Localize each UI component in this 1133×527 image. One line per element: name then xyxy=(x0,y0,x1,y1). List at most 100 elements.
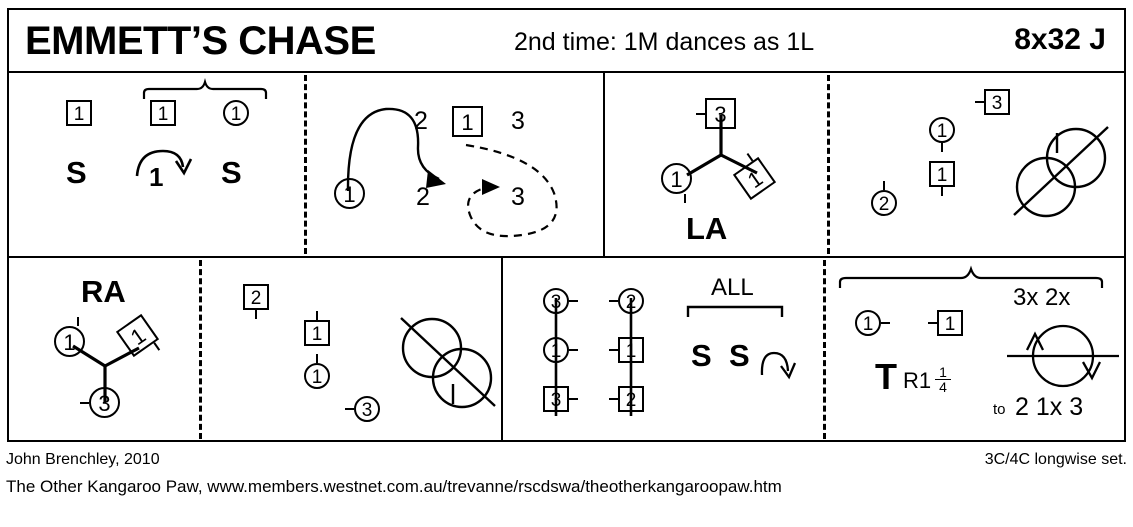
turn-fraction: 1 4 xyxy=(935,365,951,394)
author-line: John Brenchley, 2010 xyxy=(6,451,160,468)
cell-divider-solid xyxy=(603,73,605,256)
turn-arrow-icon xyxy=(760,351,797,380)
dancer-lady-1: 1 xyxy=(304,354,330,389)
column-connector xyxy=(629,298,633,416)
dancer-man-1: 1 xyxy=(66,100,92,126)
figure-cell-5: RA 1 1 3 xyxy=(9,258,199,441)
facing-tail xyxy=(255,310,257,319)
figure-cell-8: 1 1 T R1 1 4 3x 2x to xyxy=(823,258,1124,441)
facing-tail xyxy=(569,300,578,302)
cell-divider-solid xyxy=(501,258,503,441)
dancer-lady-1: 1 xyxy=(334,178,365,209)
position-label-2: 2 xyxy=(414,107,428,135)
progression-below-label: 2 1x 3 xyxy=(1015,393,1084,421)
cell-divider-dashed xyxy=(304,75,307,254)
facing-tail xyxy=(928,322,937,324)
hands-across-icon xyxy=(686,115,758,177)
dancer-lady-1: 1 xyxy=(223,100,249,126)
facing-tail xyxy=(345,408,354,410)
facing-tail xyxy=(609,398,618,400)
facing-tail xyxy=(569,349,578,351)
progression-above-label: 3x 2x xyxy=(1013,284,1071,311)
dancer-man-3: 3 xyxy=(696,98,736,129)
figure-cell-3: 3 1 1 LA xyxy=(603,73,827,256)
facing-tail xyxy=(941,187,943,196)
dancer-man-1: 1 xyxy=(452,106,483,137)
circle-round-icon xyxy=(1007,324,1119,388)
dancer-man-2: 2 xyxy=(243,284,269,319)
facing-tail xyxy=(883,181,885,190)
source-line: The Other Kangaroo Paw, www.members.west… xyxy=(6,477,782,496)
turn-arrow-icon xyxy=(135,149,193,177)
facing-tail xyxy=(696,112,705,115)
set-type-line: 3C/4C longwise set. xyxy=(984,451,1127,468)
dancer-lady-1: 1 xyxy=(661,163,692,203)
figure-row-2: RA 1 1 3 2 xyxy=(9,258,1124,441)
facing-tail xyxy=(881,322,890,324)
turn-label: T xyxy=(875,356,897,397)
solid-track-icon xyxy=(346,107,446,192)
dancer-man-1: 1 xyxy=(929,161,955,196)
figure-row-1: 1 1 1 S 1 S xyxy=(9,73,1124,258)
figure-of-eight-icon xyxy=(1013,126,1109,218)
dancer-lady-3: 3 xyxy=(543,288,578,314)
crib-footer: John Brenchley, 2010 3C/4C longwise set.… xyxy=(0,449,1133,527)
dancer-man-3: 3 xyxy=(975,89,1010,115)
dancer-lady-2: 2 xyxy=(609,288,644,314)
facing-tail xyxy=(941,143,943,152)
bracket-icon xyxy=(686,305,784,317)
figure-cell-4: 2 1 1 3 xyxy=(827,73,1124,256)
position-label-2: 2 xyxy=(416,183,430,211)
figure-cell-7: 3 1 3 2 1 xyxy=(501,258,823,441)
dance-crib: EMMETT’S CHASE 2nd time: 1M dances as 1L… xyxy=(7,8,1126,442)
figure-cell-1: 1 1 1 S 1 S xyxy=(9,73,304,256)
position-label-3: 3 xyxy=(511,183,525,211)
set-label: S xyxy=(729,338,750,373)
crib-header: EMMETT’S CHASE 2nd time: 1M dances as 1L… xyxy=(9,10,1124,73)
facing-tail xyxy=(316,311,318,320)
dashed-track-icon xyxy=(465,143,558,238)
facing-tail xyxy=(975,101,984,103)
cell-divider-dashed xyxy=(199,260,202,439)
set-label: S xyxy=(691,338,712,373)
position-label-3: 3 xyxy=(511,107,525,135)
dancer-man-1: 1 xyxy=(928,310,963,336)
dancer-man-2: 2 xyxy=(609,386,644,412)
dancer-man-1: 1 xyxy=(304,311,330,346)
dancer-lady-1: 1 xyxy=(929,117,955,152)
set-label: S xyxy=(221,155,242,190)
cell-divider-dashed xyxy=(823,260,826,439)
dance-bars: 8x32 J xyxy=(1014,23,1106,56)
figure-cell-6: 2 1 1 3 xyxy=(199,258,501,441)
bracket-icon xyxy=(142,78,268,99)
facing-tail xyxy=(77,317,80,326)
turn-count-label: 1 xyxy=(149,162,164,192)
dancer-man-3: 3 xyxy=(543,386,578,412)
facing-tail xyxy=(316,354,318,363)
facing-tail xyxy=(609,349,618,351)
dancer-lady-1: 1 xyxy=(543,337,578,363)
dancer-lady-3: 3 xyxy=(80,387,120,418)
facing-tail xyxy=(569,398,578,400)
dancer-lady-3: 3 xyxy=(345,396,380,422)
formation-label: LA xyxy=(686,211,728,246)
dancer-lady-1: 1 xyxy=(855,310,890,336)
cell-divider-dashed xyxy=(827,75,830,254)
dance-title: EMMETT’S CHASE xyxy=(25,19,376,63)
dance-note: 2nd time: 1M dances as 1L xyxy=(514,28,815,56)
dancer-lady-2: 2 xyxy=(871,181,897,216)
bracket-icon xyxy=(838,265,1104,288)
turn-hand-label: R1 xyxy=(903,368,932,393)
figure-of-eight-icon xyxy=(400,317,496,409)
facing-tail xyxy=(80,401,89,404)
progression-to-label: to xyxy=(993,401,1006,418)
facing-tail xyxy=(683,194,686,203)
formation-label: RA xyxy=(81,274,126,309)
all-label: ALL xyxy=(711,274,754,301)
dancer-lady-1: 1 xyxy=(54,317,85,357)
facing-tail xyxy=(609,300,618,302)
dancer-man-1: 1 xyxy=(150,100,176,126)
figure-cell-2: 1 1 2 2 3 3 xyxy=(304,73,603,256)
dancer-man-1: 1 xyxy=(609,337,644,363)
set-label: S xyxy=(66,155,87,190)
